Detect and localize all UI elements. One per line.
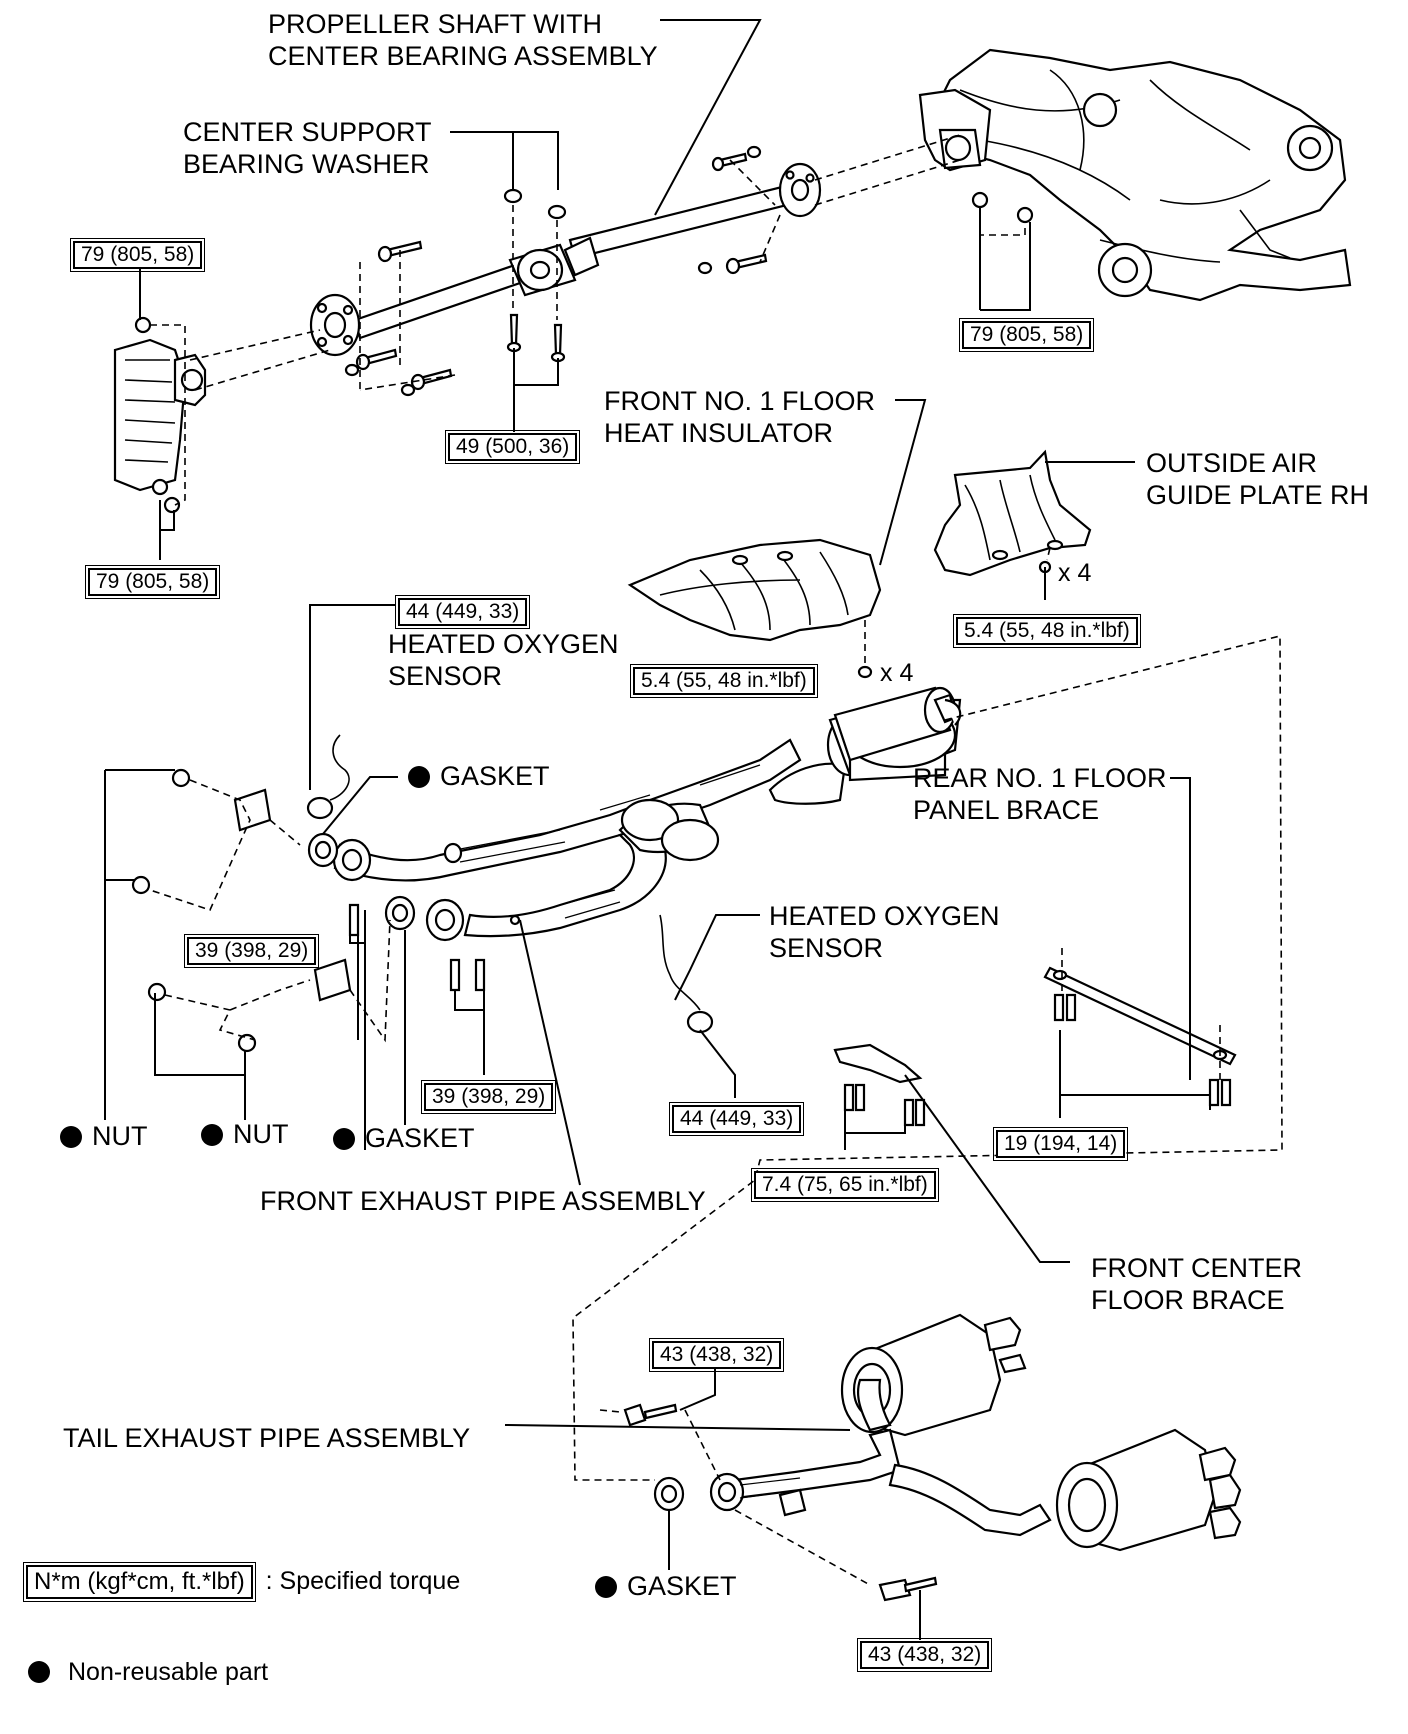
label-gasket-3: GASKET: [595, 1570, 737, 1602]
front-exhaust-pipe-drawing: [332, 686, 962, 942]
torque-box-tail-bottom: 43 (438, 32): [856, 1638, 993, 1672]
label-gasket-2: GASKET: [333, 1122, 475, 1154]
torque-box-sensor-mid: 44 (449, 33): [668, 1102, 805, 1136]
legend-torque-box: N*m (kgf*cm, ft.*lbf): [23, 1562, 256, 1602]
label-heated-oxygen-sensor-2: HEATED OXYGEN SENSOR: [769, 901, 1000, 963]
torque-box-top-left: 79 (805, 58): [69, 238, 206, 272]
nonreusable-dot: [408, 766, 430, 788]
routing-dashes: [572, 634, 1283, 1481]
leader-lines: [104, 19, 1211, 1640]
nonreusable-dot: [595, 1576, 617, 1598]
label-rear-floor-brace: REAR NO. 1 FLOOR PANEL BRACE: [913, 763, 1167, 825]
manifold-studs: [131, 768, 486, 1053]
front-center-brace-drawing: [833, 1043, 926, 1127]
propeller-shaft-drawing: [309, 162, 822, 357]
torque-box-right: 79 (805, 58): [958, 318, 1095, 352]
torque-box-insulator: 5.4 (55, 48 in.*lbf): [630, 664, 818, 698]
torque-box-front-flange: 39 (398, 29): [183, 934, 320, 968]
label-front-floor-insulator: FRONT NO. 1 FLOOR HEAT INSULATOR: [604, 386, 876, 448]
label-nut-1: NUT: [60, 1120, 148, 1152]
torque-box-center-flange: 39 (398, 29): [420, 1080, 557, 1114]
rear-floor-brace-drawing: [1043, 948, 1237, 1107]
shaft-bolts: [134, 145, 1034, 514]
label-front-center-brace: FRONT CENTER FLOOR BRACE: [1091, 1253, 1303, 1315]
quantity-label-plate: x 4: [1058, 559, 1092, 587]
torque-box-rear-brace: 19 (194, 14): [992, 1127, 1129, 1161]
label-center-support-washer: CENTER SUPPORT BEARING WASHER: [183, 117, 432, 179]
torque-box-air-guide: 5.4 (55, 48 in.*lbf): [953, 614, 1141, 648]
label-front-exhaust-pipe: FRONT EXHAUST PIPE ASSEMBLY: [260, 1186, 706, 1216]
rear-suspension-drawing: [918, 48, 1352, 302]
gaskets: [307, 832, 685, 1512]
air-guide-plate-drawing: [933, 449, 1092, 577]
label-outside-air-guide: OUTSIDE AIR GUIDE PLATE RH: [1146, 448, 1370, 510]
transmission-drawing: [113, 338, 207, 492]
torque-box-tail-top: 43 (438, 32): [648, 1338, 785, 1372]
heat-insulator-drawing: [627, 538, 882, 679]
torque-box-bottom-left: 79 (805, 58): [84, 565, 221, 599]
shaft-assembly-lines: [150, 134, 1026, 506]
label-propeller-shaft: PROPELLER SHAFT WITH CENTER BEARING ASSE…: [268, 9, 658, 71]
label-nut-2: NUT: [201, 1118, 289, 1150]
nonreusable-dot: [333, 1128, 355, 1150]
label-gasket-1: GASKET: [408, 760, 550, 792]
nonreusable-dot: [28, 1661, 50, 1683]
torque-box-shaft-bearing: 49 (500, 36): [444, 430, 581, 464]
tail-exhaust-pipe-drawing: [599, 1313, 1242, 1602]
legend-torque: N*m (kgf*cm, ft.*lbf) : Specified torque: [23, 1562, 460, 1602]
quantity-label-insulator: x 4: [880, 659, 914, 687]
torque-box-center-brace: 7.4 (75, 65 in.*lbf): [751, 1168, 939, 1202]
nonreusable-dot: [60, 1126, 82, 1148]
label-heated-oxygen-sensor-1: HEATED OXYGEN SENSOR: [388, 629, 619, 691]
legend-nonreusable: Non-reusable part: [28, 1656, 268, 1688]
oxygen-sensors: [306, 734, 714, 1034]
nonreusable-dot: [201, 1124, 223, 1146]
torque-box-sensor-top: 44 (449, 33): [394, 595, 531, 629]
label-tail-exhaust-pipe: TAIL EXHAUST PIPE ASSEMBLY: [63, 1423, 471, 1453]
